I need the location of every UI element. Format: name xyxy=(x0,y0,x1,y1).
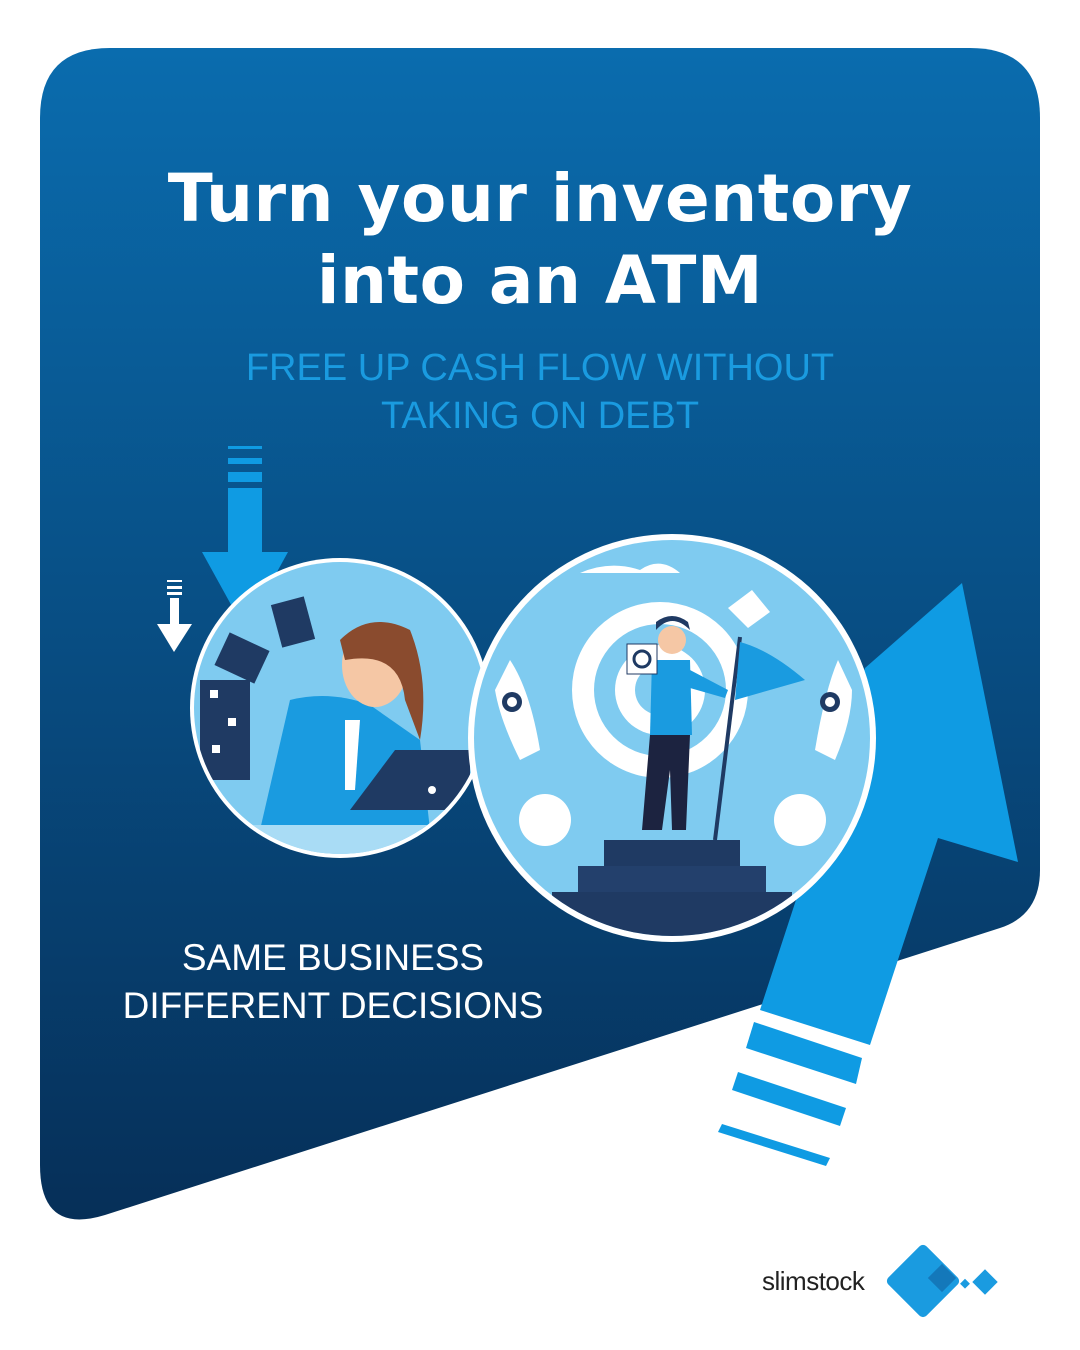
tagline-line-1: SAME BUSINESS xyxy=(181,937,485,978)
tagline: SAME BUSINESS DIFFERENT DECISIONS xyxy=(100,934,566,1030)
down-arrow-small xyxy=(157,580,192,652)
rocket-left xyxy=(495,660,571,846)
headline-line-2: into an ATM xyxy=(316,242,764,319)
subheadline-line-1: FREE UP CASH FLOW WITHOUT xyxy=(245,347,835,389)
down-arrow-large xyxy=(202,446,288,630)
tagline-line-2: DIFFERENT DECISIONS xyxy=(122,985,544,1026)
rocket-right xyxy=(774,660,852,846)
growth-arrow-graphic xyxy=(718,583,1018,1166)
slimstock-logo-icon xyxy=(886,1244,998,1318)
success-scene xyxy=(474,540,870,936)
headline: Turn your inventory into an ATM xyxy=(0,158,1080,322)
headline-line-1: Turn your inventory xyxy=(167,160,913,237)
stressed-worker-scene xyxy=(194,562,486,854)
subheadline: FREE UP CASH FLOW WITHOUT TAKING ON DEBT xyxy=(0,344,1080,440)
brand-logo-text: slimstock xyxy=(762,1266,865,1296)
subheadline-line-2: TAKING ON DEBT xyxy=(380,395,700,437)
